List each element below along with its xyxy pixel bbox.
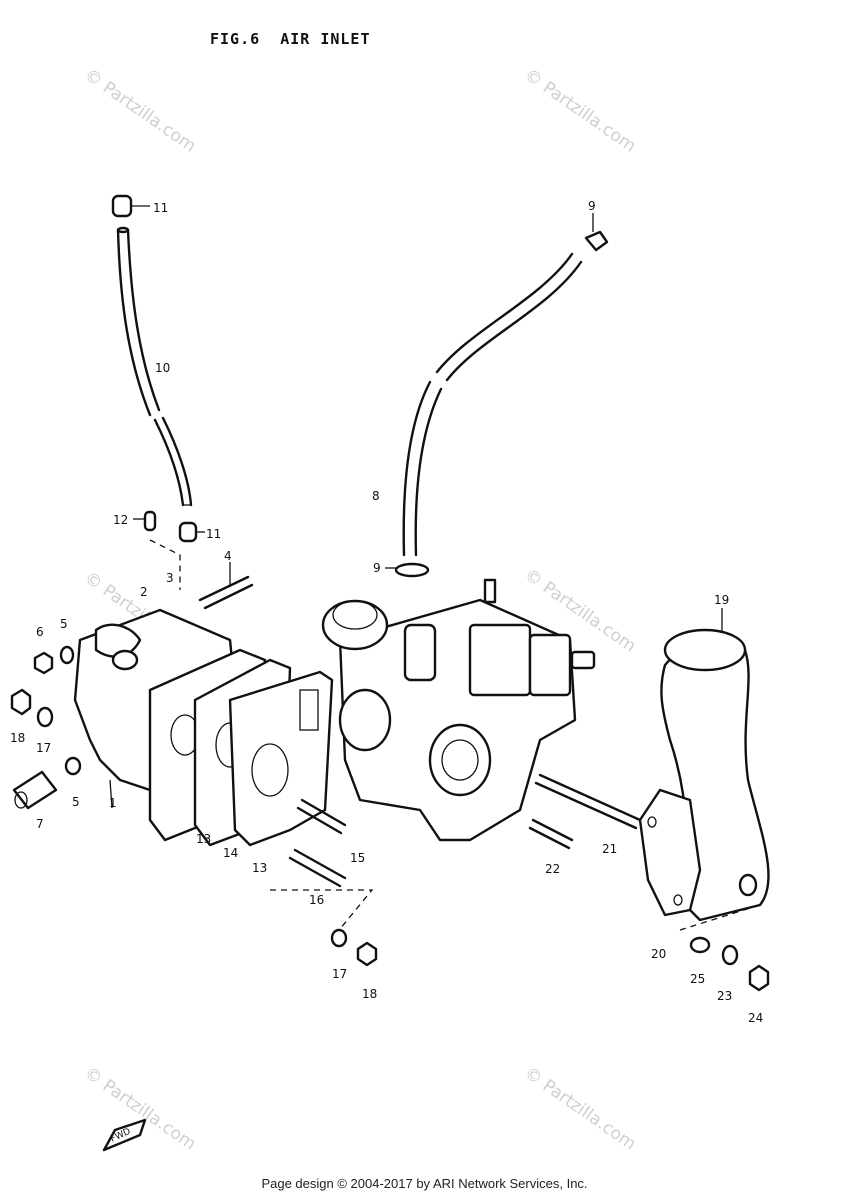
- carburetor-assembly: [321, 578, 596, 842]
- callout-22: 22: [545, 862, 560, 876]
- callout-2: 2: [140, 585, 148, 599]
- hose-10: [116, 226, 193, 507]
- stud-16: [270, 848, 374, 936]
- washer-17-bottom: [330, 928, 348, 948]
- hose-8: [402, 252, 583, 557]
- callout-3: 3: [166, 571, 174, 585]
- stud-22: [528, 818, 574, 850]
- nut-18-bottom: [356, 941, 378, 967]
- clamp-9-bottom: [385, 562, 430, 578]
- bracket-20: [638, 788, 761, 931]
- copyright-footer: Page design © 2004-2017 by ARI Network S…: [261, 1176, 588, 1191]
- callout-11: 11: [153, 201, 168, 215]
- callout-11: 11: [206, 527, 221, 541]
- callout-16: 16: [309, 893, 324, 907]
- callout-23: 23: [717, 989, 732, 1003]
- stud-4: [198, 562, 254, 610]
- clamp-9-top: [584, 213, 609, 252]
- spacer-7: [12, 770, 58, 810]
- callout-24: 24: [748, 1011, 763, 1025]
- callout-21: 21: [602, 842, 617, 856]
- callout-10: 10: [155, 361, 170, 375]
- nut-24: [748, 964, 770, 992]
- callout-5: 5: [60, 617, 68, 631]
- callout-12: 12: [113, 513, 128, 527]
- stud-21: [534, 773, 642, 830]
- callout-9: 9: [373, 561, 381, 575]
- callout-5: 5: [72, 795, 80, 809]
- callout-20: 20: [651, 947, 666, 961]
- washer-25: [689, 936, 711, 954]
- callout-6: 6: [36, 625, 44, 639]
- washer-5-top: [59, 645, 75, 665]
- callout-14: 14: [223, 846, 238, 860]
- fwd-arrow-icon: FWD: [102, 1118, 147, 1152]
- callout-19: 19: [714, 593, 729, 607]
- callout-18: 18: [10, 731, 25, 745]
- callout-4: 4: [224, 549, 232, 563]
- callout-9: 9: [588, 199, 596, 213]
- plug-12: [133, 510, 181, 590]
- callout-15: 15: [350, 851, 365, 865]
- clamp-11-bottom: [178, 521, 205, 543]
- clamp-11-top: [111, 194, 150, 218]
- callout-18: 18: [362, 987, 377, 1001]
- callout-25: 25: [690, 972, 705, 986]
- washer-17-left: [36, 706, 54, 728]
- callout-17: 17: [36, 741, 51, 755]
- nut-6: [33, 651, 54, 675]
- nut-18-left: [10, 688, 32, 716]
- washer-23: [721, 944, 739, 966]
- callout-13: 13: [252, 861, 267, 875]
- callout-1: 1: [109, 796, 117, 810]
- stud-15: [296, 798, 347, 835]
- figure-title: FIG.6 AIR INLET: [210, 30, 371, 48]
- callout-8: 8: [372, 489, 380, 503]
- callout-17: 17: [332, 967, 347, 981]
- callout-7: 7: [36, 817, 44, 831]
- washer-5-bottom: [64, 756, 82, 776]
- callout-13: 13: [196, 832, 211, 846]
